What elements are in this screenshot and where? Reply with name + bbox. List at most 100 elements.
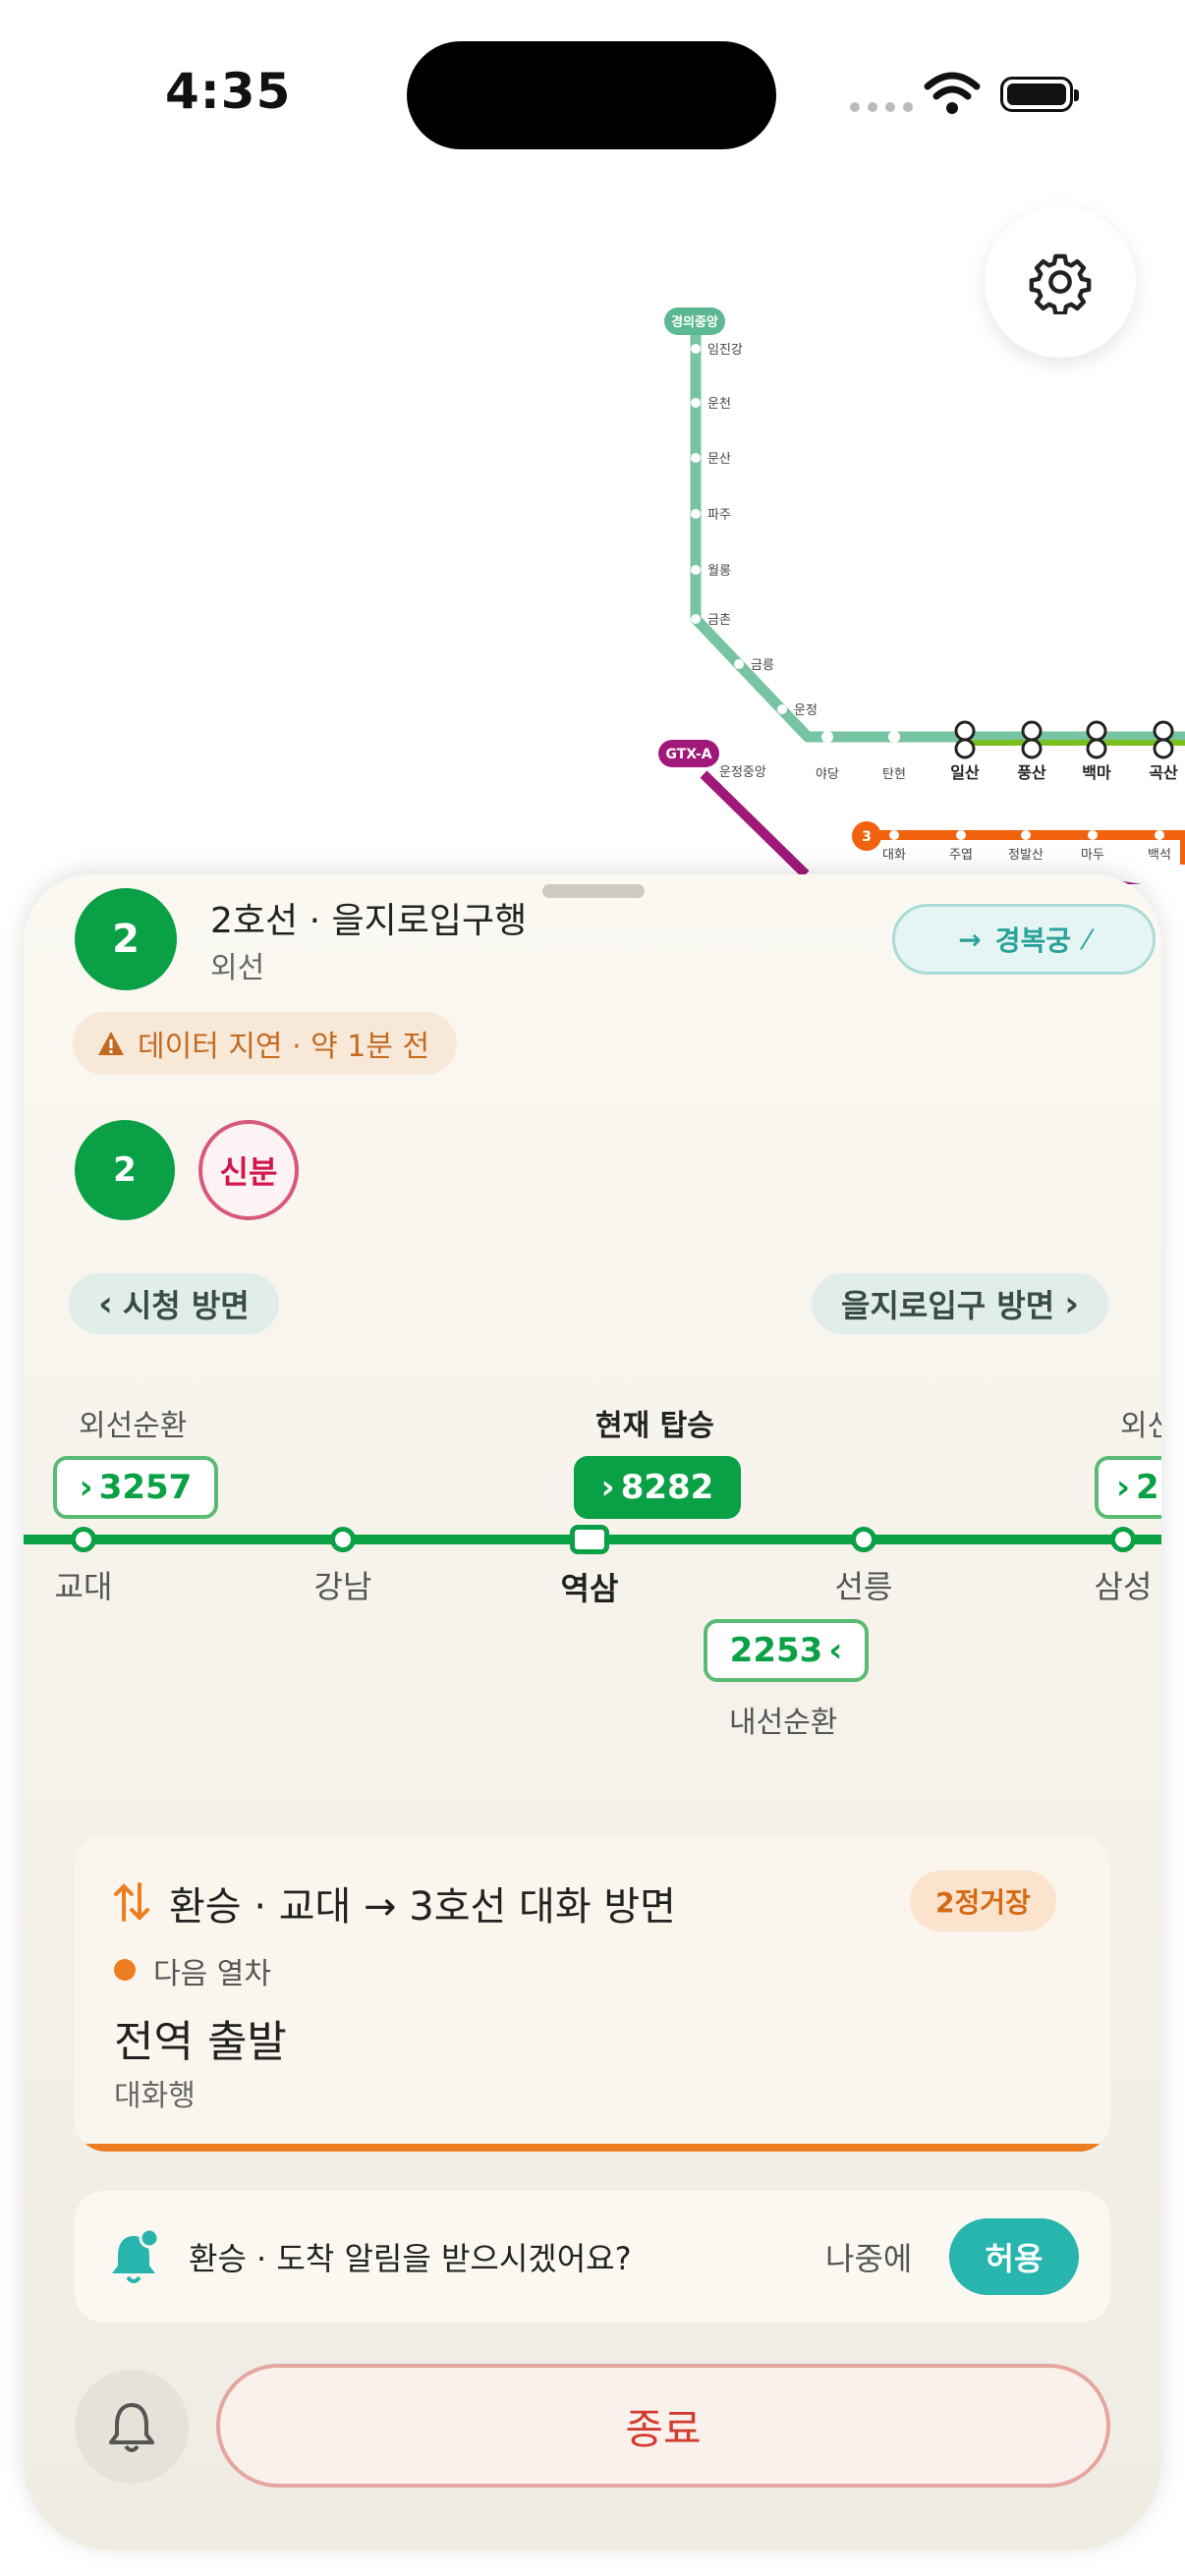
settings-button[interactable] bbox=[985, 206, 1136, 358]
map-transfer-dot bbox=[1153, 720, 1174, 742]
transfer-card[interactable]: 환승 · 교대 → 3호선 대화 방면 2정거장 다음 열차 전역 출발 대화행 bbox=[75, 1835, 1110, 2152]
map-station-label[interactable]: 정발산 bbox=[1008, 848, 1044, 863]
sheet-drag-handle[interactable] bbox=[542, 884, 645, 898]
alarm-button[interactable] bbox=[75, 2370, 189, 2484]
station-name-current[interactable]: 역삼 bbox=[560, 1570, 619, 1607]
notification-text: 환승 · 도착 알림을 받으시겠어요? bbox=[189, 2240, 632, 2277]
station-name[interactable]: 강남 bbox=[313, 1568, 372, 1605]
train-left[interactable]: ›3257 bbox=[53, 1456, 218, 1519]
map-station-dot bbox=[691, 344, 701, 354]
map-station-label[interactable]: 주엽 bbox=[949, 848, 973, 863]
station-dot bbox=[851, 1527, 876, 1552]
transfer-title: 환승 · 교대 → 3호선 대화 방면 bbox=[169, 1884, 676, 1930]
line-badge: 2 bbox=[75, 888, 177, 990]
train-inner-number: 2253 bbox=[729, 1631, 823, 1670]
transfer-card-accent-bar bbox=[75, 2144, 1110, 2152]
map-station-dot bbox=[691, 398, 701, 408]
bell-icon bbox=[109, 2403, 154, 2452]
map-station-label[interactable]: 마두 bbox=[1081, 848, 1104, 863]
train-left-number: 3257 bbox=[98, 1468, 193, 1507]
map-station-label[interactable]: 탄현 bbox=[882, 767, 906, 782]
direction-right-button[interactable]: 을지로입구 방면 › bbox=[812, 1273, 1109, 1334]
destination-edit-button[interactable]: → 경복궁 ⁄ bbox=[892, 904, 1156, 975]
map-station-label[interactable]: 문산 bbox=[707, 452, 731, 467]
chevron-right-icon: › bbox=[1116, 1468, 1131, 1507]
gyeongui-line-tag-bg bbox=[664, 308, 725, 335]
map-station-label[interactable]: 백석 bbox=[1148, 848, 1171, 863]
map-station-label[interactable]: 백마 bbox=[1082, 763, 1111, 782]
transfer-arrows-icon bbox=[114, 1882, 149, 1922]
warning-icon bbox=[98, 1032, 124, 1055]
map-station-label[interactable]: 금릉 bbox=[751, 658, 774, 673]
map-station-dot bbox=[691, 453, 701, 463]
map-station-label[interactable]: 월롱 bbox=[707, 564, 731, 579]
map-transfer-dot bbox=[954, 720, 976, 742]
chevron-right-icon: › bbox=[79, 1468, 93, 1507]
next-train-label: 다음 열차 bbox=[153, 1957, 271, 1991]
map-station-label[interactable]: 임진강 bbox=[707, 343, 743, 358]
train-current-number: 8282 bbox=[620, 1468, 714, 1507]
chevron-left-icon: ‹ bbox=[828, 1631, 843, 1670]
current-station-marker bbox=[570, 1525, 609, 1554]
dynamic-island bbox=[407, 41, 776, 149]
gtx-line-tag-bg bbox=[658, 740, 719, 767]
station-dot bbox=[330, 1527, 356, 1552]
map-transfer-dot bbox=[1021, 738, 1043, 759]
map-station-dot bbox=[691, 614, 701, 624]
line3-badge bbox=[852, 821, 881, 851]
map-station-label[interactable]: 야당 bbox=[816, 767, 839, 782]
direction-right-label: 을지로입구 방면 bbox=[841, 1287, 1055, 1324]
station-name[interactable]: 삼성 bbox=[1094, 1568, 1153, 1605]
train-info-sheet[interactable]: 2 2호선 · 을지로입구행 외선 → 경복궁 ⁄ 데이터 지연 · 약 1분 … bbox=[24, 874, 1161, 2550]
map-station-label[interactable]: 금촌 bbox=[707, 613, 731, 628]
sinbundang-chip[interactable]: 신분 bbox=[198, 1120, 299, 1220]
notification-permission-banner: 환승 · 도착 알림을 받으시겠어요? 나중에 허용 bbox=[75, 2191, 1110, 2323]
bell-badge-icon bbox=[112, 2228, 160, 2283]
train-title: 2호선 · 을지로입구행 bbox=[210, 901, 528, 941]
inner-loop-label: 내선순환 bbox=[729, 1706, 838, 1740]
train-current[interactable]: ›8282 bbox=[574, 1456, 741, 1519]
line2-chip[interactable]: 2 bbox=[75, 1120, 175, 1220]
map-station-dot bbox=[734, 659, 744, 669]
station-name[interactable]: 선릉 bbox=[834, 1568, 893, 1605]
current-boarding-label: 현재 탑승 bbox=[595, 1409, 714, 1443]
train-right-number: 2 bbox=[1136, 1468, 1159, 1507]
station-dot bbox=[71, 1527, 96, 1552]
map-transfer-dot bbox=[1021, 720, 1043, 742]
map-station-dot bbox=[956, 830, 966, 840]
gtx-line-tag: GTX-A bbox=[665, 747, 711, 762]
map-station-label[interactable]: 운정 bbox=[794, 703, 818, 718]
later-button[interactable]: 나중에 bbox=[825, 2240, 913, 2277]
train-inner[interactable]: 2253‹ bbox=[704, 1619, 869, 1682]
map-station-label[interactable]: 운천 bbox=[707, 397, 731, 412]
map-station-dot bbox=[821, 731, 833, 743]
map-station-label[interactable]: 대화 bbox=[882, 848, 906, 863]
allow-button[interactable]: 허용 bbox=[949, 2218, 1079, 2295]
map-station-label[interactable]: 곡산 bbox=[1149, 763, 1178, 782]
map-station-dot bbox=[691, 565, 701, 575]
station-name[interactable]: 교대 bbox=[54, 1568, 113, 1605]
chevron-right-icon: › bbox=[1064, 1283, 1080, 1324]
map-transfer-dot bbox=[954, 738, 976, 759]
end-button[interactable]: 종료 bbox=[216, 2364, 1110, 2488]
wifi-icon bbox=[924, 72, 981, 114]
gyeongui-line-tag: 경의중앙 bbox=[671, 314, 718, 330]
map-station-dot bbox=[777, 704, 787, 714]
battery-icon bbox=[1000, 77, 1079, 112]
map-station-label[interactable]: 일산 bbox=[950, 763, 980, 782]
map-station-label[interactable]: 풍산 bbox=[1017, 763, 1046, 782]
train-subtitle: 외선 bbox=[210, 951, 265, 985]
direction-left-button[interactable]: ‹ 시청 방면 bbox=[69, 1273, 279, 1334]
map-station-dot bbox=[1155, 830, 1164, 840]
signal-dots-icon bbox=[850, 102, 913, 112]
destination-label: 경복궁 bbox=[994, 924, 1072, 957]
direction-left-label: 시청 방면 bbox=[122, 1287, 250, 1324]
line3-station-markers: 대화 주엽 정발산 마두 백석 bbox=[882, 830, 1171, 863]
chevron-left-icon: ‹ bbox=[98, 1283, 113, 1324]
map-station-dot bbox=[888, 731, 900, 743]
warning-text: 데이터 지연 · 약 1분 전 bbox=[138, 1030, 430, 1064]
map-station-label[interactable]: 파주 bbox=[707, 508, 731, 523]
train-right[interactable]: ›2 bbox=[1095, 1456, 1161, 1519]
map-station-dot bbox=[1088, 830, 1098, 840]
